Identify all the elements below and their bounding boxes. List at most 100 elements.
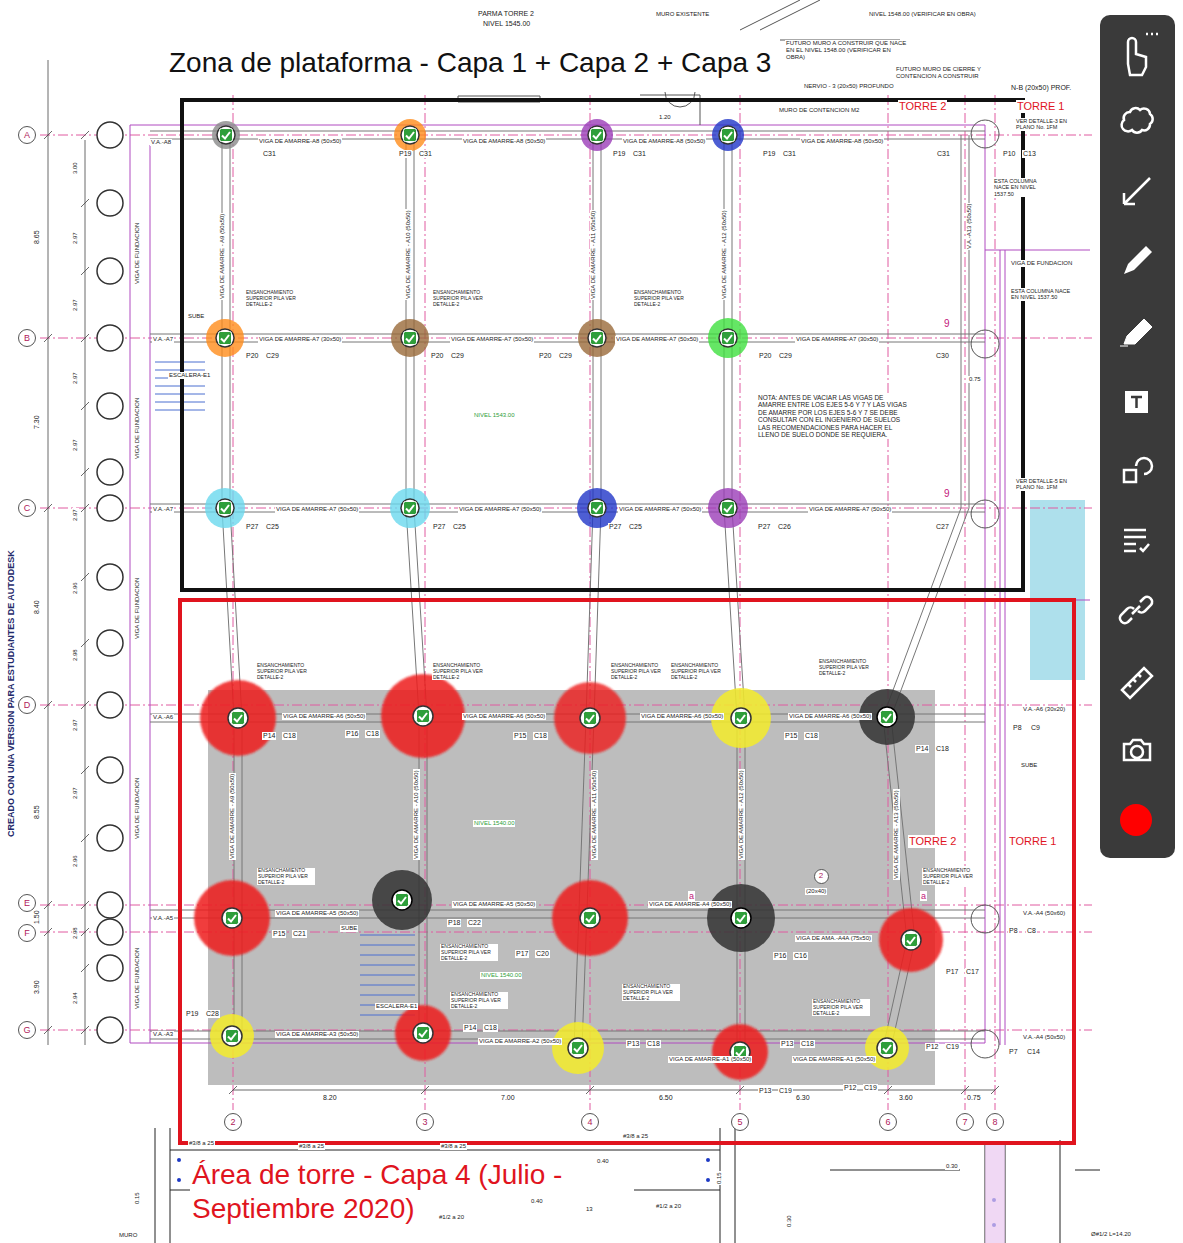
plan-label: MURO DE CONTENCION M2 xyxy=(778,107,860,114)
plan-label: P20 xyxy=(430,352,444,360)
plan-label: P15 xyxy=(784,732,798,740)
marker-halo xyxy=(712,119,744,151)
column-ring xyxy=(877,707,897,727)
column-ring xyxy=(568,1038,588,1058)
check-mark xyxy=(219,332,232,345)
check-mark xyxy=(722,129,735,142)
note-text: ENSANCHAMIENTO SUPERIOR PILA VER DETALLE… xyxy=(432,663,490,680)
plan-label: VIGA DE AMARRE-A6 (50x50) xyxy=(462,713,546,720)
plan-label: VIGA DE AMARRE-A6 (50x50) xyxy=(282,713,366,720)
rotated-note: 3.00 xyxy=(72,161,79,175)
column-ring xyxy=(588,499,606,517)
check-mark xyxy=(591,332,604,345)
plan-label: C29 xyxy=(265,352,280,360)
plan-label: a xyxy=(920,891,927,901)
plan-label: P19 xyxy=(398,150,412,158)
check-mark xyxy=(226,1030,239,1043)
plan-label: C16 xyxy=(793,952,808,960)
note-text: ENSANCHAMIENTO SUPERIOR PILA VER DETALLE… xyxy=(670,663,728,680)
axis-letter: 4 xyxy=(587,1118,592,1127)
check-mark xyxy=(735,912,748,925)
ruler-icon xyxy=(1122,668,1152,698)
axis-letter: 3 xyxy=(422,1118,427,1127)
axis-letter: E xyxy=(24,899,30,908)
plan-label: P16 xyxy=(773,952,787,960)
plan-label: C22 xyxy=(467,919,482,927)
plan-label: V.A.-A6 xyxy=(152,714,174,721)
plan-label: NERVIO - 3 (20x50) PROFUNDO xyxy=(803,83,895,90)
plan-label: VIGA DE AMARRE-A7 (50x50) xyxy=(615,336,699,343)
column-ring xyxy=(901,930,921,950)
plan-label: V.A.-A4 (50x60) xyxy=(1022,910,1066,917)
check-mark xyxy=(905,934,918,947)
axis-bubble: 6 xyxy=(879,1113,897,1131)
marker-halo xyxy=(708,318,748,358)
column-ring xyxy=(222,1026,242,1046)
axis-bubble: F xyxy=(18,924,36,942)
check-mark xyxy=(584,712,597,725)
marker-halo xyxy=(554,682,626,754)
arrow-icon xyxy=(1124,178,1150,204)
camera-icon xyxy=(1124,740,1150,760)
rotated-note: 2.97 xyxy=(72,786,79,800)
plan-label: 9 xyxy=(943,318,951,330)
column-ring xyxy=(217,126,235,144)
column-ring xyxy=(216,329,234,347)
check-mark xyxy=(722,502,735,515)
rotated-note: 2.96 xyxy=(72,581,79,595)
marker-halo xyxy=(865,1026,909,1070)
axis-bubble: C xyxy=(18,499,36,517)
top-details xyxy=(458,0,999,1058)
plan-label: VIGA DE AMARRE-A6 (50x50) xyxy=(788,713,872,720)
column-ring xyxy=(222,908,242,928)
rotated-note: VIGA DE AMARRE - A12 (50x50) xyxy=(738,769,745,860)
plan-label: VIGA DE AMARRE-A8 (50x50) xyxy=(462,138,546,145)
rotated-note: VIGA DE AMARRE - A10 (50x50) xyxy=(413,769,420,860)
axis-bubble: G xyxy=(18,1021,36,1039)
marker-halo xyxy=(200,680,276,756)
column-ring xyxy=(588,126,606,144)
check-mark xyxy=(232,712,245,725)
plan-label: P8 xyxy=(1008,927,1019,935)
plan-label: V.A.-A4 (50x50) xyxy=(1022,1034,1066,1041)
axis-letter: F xyxy=(24,929,30,938)
dimension-lines xyxy=(44,60,999,1094)
rotated-note: 2.97 xyxy=(72,718,79,732)
plan-label: 0.40 xyxy=(596,1158,610,1165)
axis-bubble: 2 xyxy=(224,1113,242,1131)
rotated-note: VIGA DE AMARRE - A12 (50x50) xyxy=(721,209,728,300)
plan-label: #3/8 a 25 xyxy=(298,1143,325,1150)
rotated-note: VIGA DE FUNDACION xyxy=(134,947,141,1010)
marker-halo xyxy=(205,488,245,528)
marker-halo xyxy=(879,908,943,972)
rotated-note: 8.40 xyxy=(33,599,41,615)
plan-label: 13 xyxy=(585,1206,594,1213)
axis-letter: A xyxy=(24,131,30,140)
plan-label: C20 xyxy=(535,950,550,958)
list-icon xyxy=(1124,530,1149,551)
plan-label: P14 xyxy=(262,732,276,740)
plan-label: NIVEL 1540.00 xyxy=(473,820,515,827)
rotated-note: 8.65 xyxy=(33,229,41,245)
plan-label: 3.60 xyxy=(898,1094,914,1102)
rotated-note: 2.94 xyxy=(72,991,79,1005)
note-text: ENSANCHAMIENTO SUPERIOR PILA VER DETALLE… xyxy=(257,868,315,885)
check-mark xyxy=(219,502,232,515)
plan-label: VIGA DE AMARRE-A7 (50x50) xyxy=(275,506,359,513)
rotated-note: VIGA DE AMARRE - A11 (50x50) xyxy=(590,210,597,300)
note-text: ENSANCHAMIENTO SUPERIOR PILA VER DETALLE… xyxy=(610,663,668,680)
plan-label: C31 xyxy=(262,150,277,158)
plan-label: NIVEL 1543.00 xyxy=(473,412,515,419)
marker-halo xyxy=(372,870,432,930)
axis-bubbles xyxy=(97,122,123,1043)
plan-label: 0.30 xyxy=(945,1163,959,1170)
plan-label: VIGA DE AMARRE-A2 (50x50) xyxy=(478,1038,562,1045)
plan-label: V.A.-A6 (30x20) xyxy=(1022,706,1066,713)
note-text: ENSANCHAMIENTO SUPERIOR PILA VER DETALLE… xyxy=(633,290,691,307)
column-ring xyxy=(719,329,737,347)
marker-halo xyxy=(712,1024,768,1080)
color-picker xyxy=(1120,804,1152,836)
plan-label: C18 xyxy=(804,732,819,740)
plan-label: C18 xyxy=(800,1040,815,1048)
plan-label: VIGA DE AMARRE-A8 (50x50) xyxy=(258,138,342,145)
